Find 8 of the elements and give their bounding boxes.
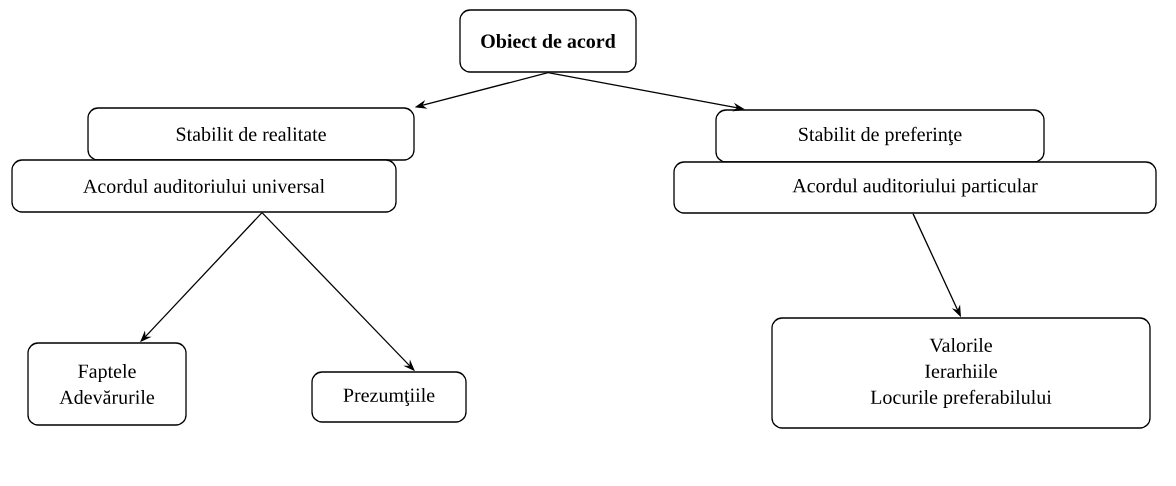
rounded-box: Stabilit de realitate — [87, 107, 415, 161]
rounded-box: Acordul auditoriului universal — [11, 159, 397, 213]
rounded-box: Valorile Ierarhiile Locurile preferabilului — [771, 317, 1151, 429]
rounded-box: Acordul auditoriului particular — [673, 161, 1157, 214]
rounded-box: Prezumţiile — [311, 371, 467, 423]
title-box: Obiect de acord — [459, 9, 637, 73]
rounded-box: Faptele Adevărurile — [27, 342, 187, 426]
rounded-box: Stabilit de preferinţe — [715, 109, 1045, 163]
